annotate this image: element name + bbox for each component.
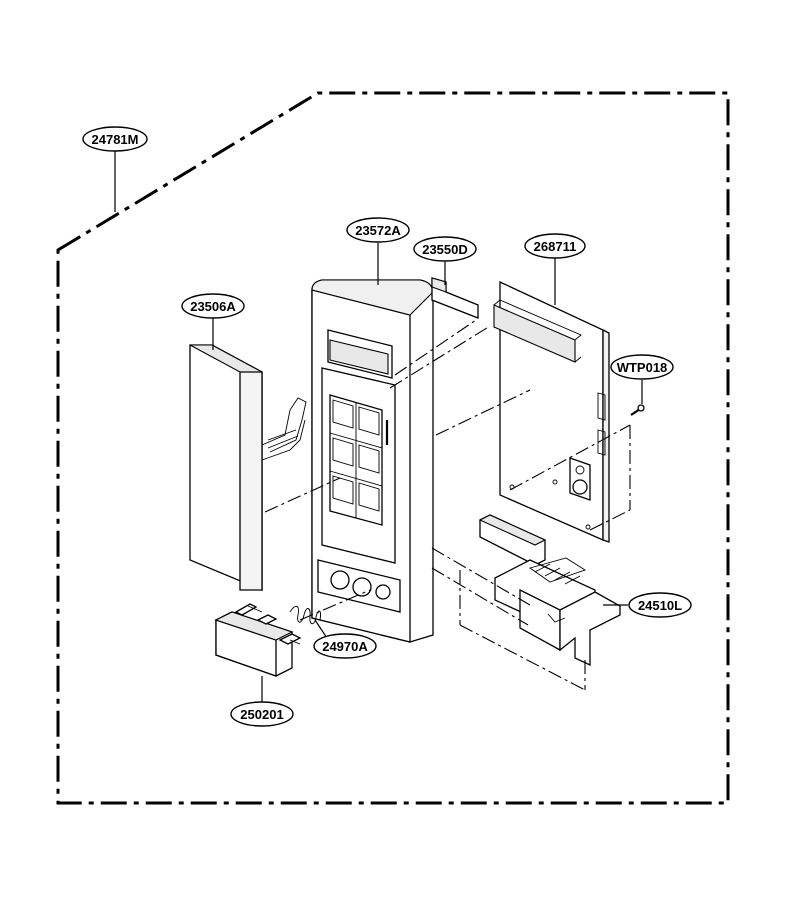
part-label: 23506A [190,299,236,314]
callout-24510L: 24510L [628,592,692,618]
part-label: 24970A [322,639,368,654]
callout-23572A: 23572A [346,217,410,243]
part-label: 23572A [355,223,401,238]
part-label: 268711 [534,239,577,254]
pcb-assembly-part [493,280,610,543]
control-panel-frame-part [311,279,434,643]
callout-23550D: 23550D [413,236,477,262]
callout-250201: 250201 [230,701,294,727]
membrane-keypad-part [189,344,307,591]
callout-WTP018: WTP018 [610,354,674,380]
part-label: 24781M [92,132,139,147]
part-label: 250201 [240,707,283,722]
part-label: WTP018 [617,360,668,375]
callout-24970A: 24970A [313,633,377,659]
callout-23506A: 23506A [181,293,245,319]
door-open-button-part [214,603,302,677]
assembly-boundary [56,91,730,805]
shield-strip-part [431,277,479,319]
assembly-lines [264,319,631,691]
screw-part [630,404,645,416]
part-label: 24510L [638,598,682,613]
callout-268711: 268711 [524,233,586,259]
callout-24781M: 24781M [82,126,148,152]
part-label: 23550D [422,242,468,257]
leader-24970A [314,619,328,639]
spring-part [289,605,321,625]
